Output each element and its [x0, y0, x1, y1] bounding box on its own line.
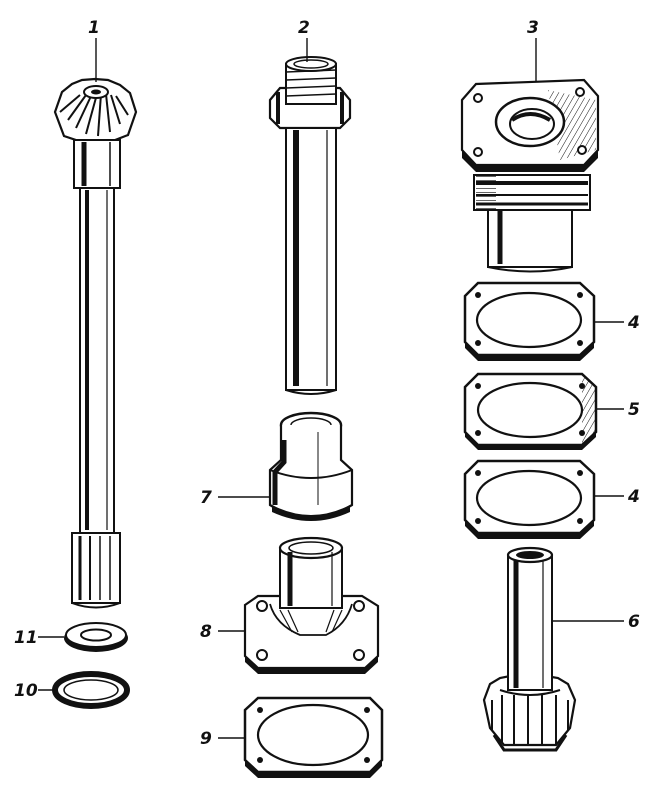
part-7-bushing [268, 411, 354, 521]
callout-4-lower: 4 [627, 487, 640, 507]
part-2-threaded-tube [268, 56, 352, 395]
callout-6: 6 [628, 612, 640, 632]
callout-4-upper: 4 [627, 313, 640, 333]
callout-7: 7 [200, 488, 212, 508]
part-9-gasket [243, 696, 384, 778]
callout-2: 2 [298, 18, 310, 38]
part-8-flanged-housing [243, 536, 380, 674]
callout-5: 5 [628, 400, 640, 420]
part-6-pinion-tube [482, 546, 577, 752]
part-11-thrust-washer [64, 622, 128, 652]
part-3-bearing-housing [460, 78, 600, 273]
part-4-gasket-upper [463, 281, 596, 361]
callout-9: 9 [200, 729, 212, 749]
part-10-sealing-ring [52, 671, 130, 709]
callout-11: 11 [14, 628, 38, 648]
callout-3: 3 [527, 18, 539, 38]
callout-10: 10 [14, 681, 38, 701]
part-4-gasket-lower [463, 459, 596, 539]
part-5-gasket [463, 372, 598, 450]
callout-8: 8 [200, 622, 212, 642]
part-1-shaft-with-bevel-gear [53, 77, 138, 609]
callout-1: 1 [88, 18, 100, 38]
